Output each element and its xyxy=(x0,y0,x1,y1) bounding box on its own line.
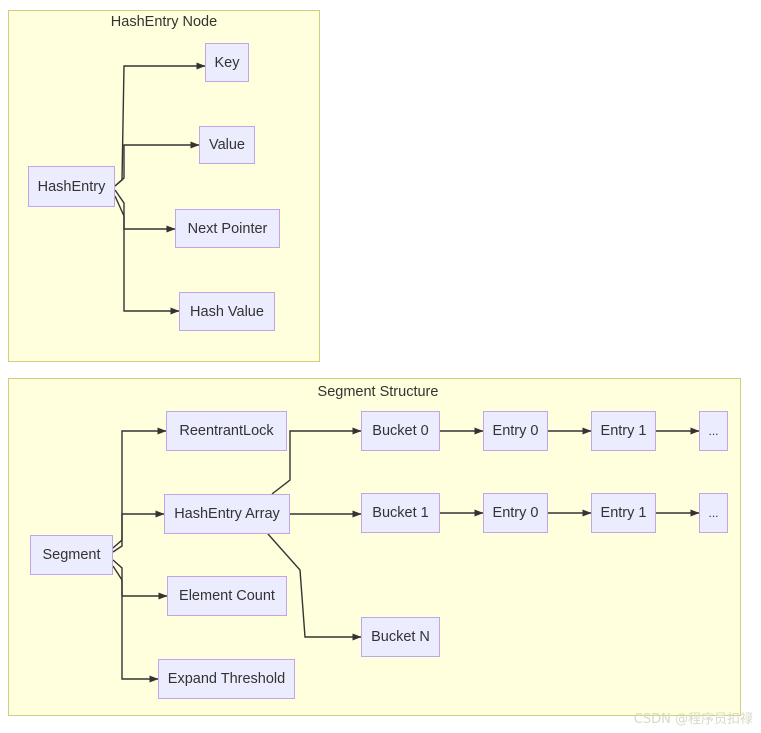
panel-title-hashentry-node: HashEntry Node xyxy=(110,14,218,30)
node-next-pointer[interactable]: Next Pointer xyxy=(175,209,280,248)
node-label: ... xyxy=(708,424,719,438)
node-hashentry[interactable]: HashEntry xyxy=(28,166,115,207)
node-label: Key xyxy=(214,54,240,71)
panel-title-segment-structure: Segment Structure xyxy=(317,384,439,400)
node-segment[interactable]: Segment xyxy=(30,535,113,575)
node-bucket-0-entry-0[interactable]: Entry 0 xyxy=(483,411,548,451)
node-key[interactable]: Key xyxy=(205,43,249,82)
node-label: Segment xyxy=(42,547,101,563)
node-label: Element Count xyxy=(179,588,275,604)
node-bucket-n[interactable]: Bucket N xyxy=(361,617,440,657)
node-bucket-1-more[interactable]: ... xyxy=(699,493,728,533)
node-label: Entry 1 xyxy=(600,423,647,439)
node-label: Entry 0 xyxy=(492,423,539,439)
node-bucket-0-entry-1[interactable]: Entry 1 xyxy=(591,411,656,451)
node-label: Hash Value xyxy=(190,303,264,320)
node-label: ReentrantLock xyxy=(179,423,274,439)
node-label: Entry 0 xyxy=(492,505,539,521)
node-expand-threshold[interactable]: Expand Threshold xyxy=(158,659,295,699)
node-bucket-0-more[interactable]: ... xyxy=(699,411,728,451)
node-label: Value xyxy=(208,137,245,153)
node-label: Bucket 0 xyxy=(372,423,429,439)
node-element-count[interactable]: Element Count xyxy=(167,576,287,616)
csdn-watermark: CSDN @程序员扣禄 xyxy=(633,712,753,727)
node-bucket-1-entry-0[interactable]: Entry 0 xyxy=(483,493,548,533)
node-reentrantlock[interactable]: ReentrantLock xyxy=(166,411,287,451)
node-bucket-0[interactable]: Bucket 0 xyxy=(361,411,440,451)
node-bucket-1-entry-1[interactable]: Entry 1 xyxy=(591,493,656,533)
node-value[interactable]: Value xyxy=(199,126,255,164)
node-label: HashEntry xyxy=(37,178,106,195)
node-label: Entry 1 xyxy=(600,505,647,521)
node-bucket-1[interactable]: Bucket 1 xyxy=(361,493,440,533)
node-label: Next Pointer xyxy=(187,220,268,237)
node-label: Expand Threshold xyxy=(167,671,286,687)
node-label: ... xyxy=(708,506,719,520)
node-label: Bucket N xyxy=(371,629,430,645)
node-label: HashEntry Array xyxy=(174,506,280,522)
node-hashentry-array[interactable]: HashEntry Array xyxy=(164,494,290,534)
node-label: Bucket 1 xyxy=(372,505,429,521)
node-hash-value[interactable]: Hash Value xyxy=(179,292,275,331)
